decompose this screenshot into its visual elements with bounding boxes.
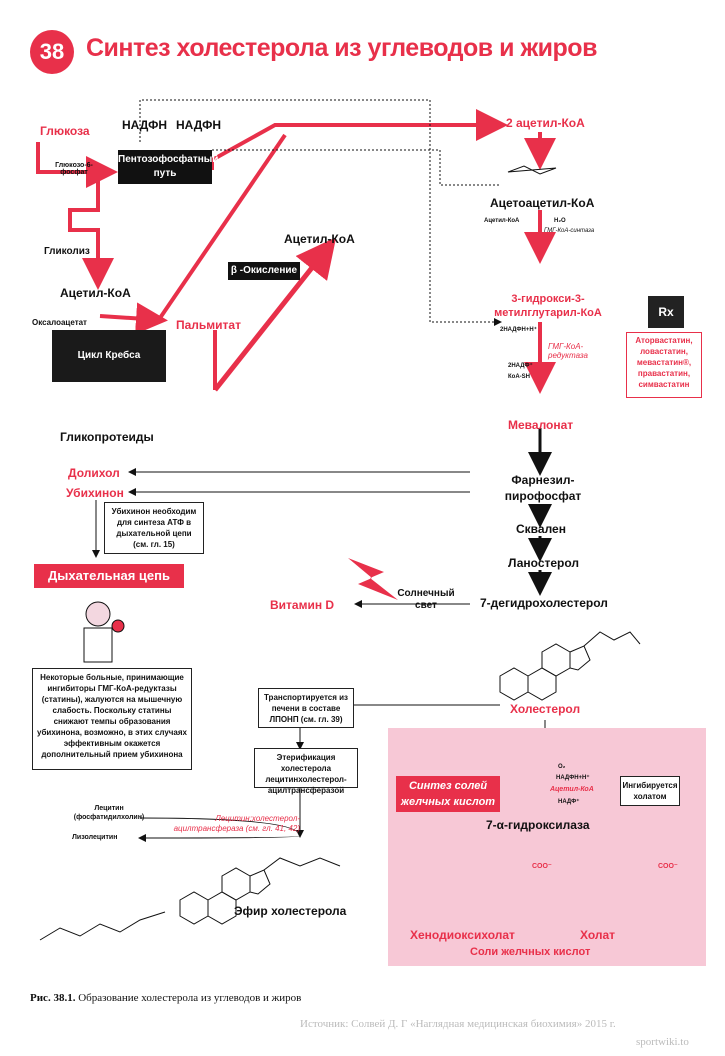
nadph-label-2: НАДФН xyxy=(176,118,222,132)
glycolysis-label: Гликолиз xyxy=(44,246,90,257)
glycoproteins-label: Гликопротеиды xyxy=(60,430,154,444)
mevalonate-label: Мевалонат xyxy=(508,418,574,432)
source-line-1: Источник: Солвей Д. Г «Наглядная медицин… xyxy=(300,1018,616,1030)
nadp-out-label: 2НАДФ⁺ xyxy=(508,363,533,369)
figure-caption: Рис. 38.1. Образование холестерола из уг… xyxy=(30,992,301,1004)
scientist-icon xyxy=(70,596,130,666)
pentose-phosphate-box: Пентозофосфатный путь xyxy=(118,150,218,184)
squalene-label: Сквален xyxy=(516,522,566,536)
nadph-label-1: НАДФН xyxy=(122,118,168,132)
caption-label: Рис. 38.1. xyxy=(30,992,76,1004)
ubiquinone-note: Убихинон необходим для синтеза АТФ в дых… xyxy=(104,502,204,554)
bile-salt-region xyxy=(388,728,706,966)
carboxylate-2: COO⁻ xyxy=(658,863,678,870)
esterification-note: Этерификация холестерола лецитинхолестер… xyxy=(254,748,358,795)
lysolecithin-label: Лизолецитин xyxy=(72,834,118,841)
bile-nadp-label: НАДФ⁺ xyxy=(558,799,580,805)
cholesterol-label: Холестерол xyxy=(510,702,581,716)
dehydrocholesterol-label: 7-дегидрохолестерол xyxy=(480,596,608,610)
glucose-label: Глюкоза xyxy=(40,124,90,138)
source-line-2: sportwiki.to xyxy=(636,1036,689,1048)
cholate-label: Холат xyxy=(580,928,616,942)
lcat-label: Лецитин:холестерол-ацилтрансфераза (см. … xyxy=(173,814,300,833)
statin-drug-list: Аторвастатин, ловастатин, мевастатин®, п… xyxy=(626,332,702,398)
statin-note: Некоторые больные, принимающие ингибитор… xyxy=(32,668,192,770)
palmitate-label: Пальмитат xyxy=(176,318,241,332)
hydroxylase-label: 7-α-гидроксилаза xyxy=(486,818,590,832)
caption-text: Образование холестерола из углеводов и ж… xyxy=(78,992,302,1004)
bile-salts-label: Соли желчных кислот xyxy=(470,946,591,958)
g6p-label: Глюкозо-6-фосфат xyxy=(55,162,93,176)
lanosterol-label: Ланостерол xyxy=(508,556,580,570)
acetoacetyl-label: Ацетоацетил-КоА xyxy=(490,196,595,210)
page-title: Синтез холестерола из углеводов и жиров xyxy=(86,34,597,62)
carboxylate-1: COO⁻ xyxy=(532,863,552,870)
respiratory-chain-banner: Дыхательная цепь xyxy=(34,564,184,588)
acetylcoa-small: Ацетил-КоА xyxy=(484,218,520,224)
o2-label: O₂ xyxy=(558,764,566,770)
hmg-coa-label: 3-гидрокси-3-метилглутарил-КоА xyxy=(494,293,602,319)
transport-note: Транспортируется из печени в составе ЛПО… xyxy=(258,688,354,728)
bile-nadph-label: НАДФН+Н⁺ xyxy=(556,775,590,781)
hmg-synthase-label: ГМГ-КоА-синтаза xyxy=(544,228,595,234)
oxaloacetate-label: Оксалоацетат xyxy=(32,318,87,327)
krebs-cycle-box: Цикл Кребса xyxy=(52,330,166,382)
rx-icon: Rx xyxy=(648,296,684,328)
cholesterol-ester-label: Эфир холестерола xyxy=(234,904,347,918)
coash-label: КоА-SH xyxy=(508,374,530,380)
bile-acetylcoa-label: Ацетил-КоА xyxy=(550,786,594,793)
beta-oxidation-box: β -Окисление xyxy=(228,262,300,280)
acetylcoa-label-2: Ацетил-КоА xyxy=(284,232,355,246)
inhibited-by-cholate-note: Ингибируется холатом xyxy=(620,776,680,806)
lecithin-label: Лецитин (фосфатидилхолин) xyxy=(73,805,145,821)
sunlight-label: Солнечный свет xyxy=(397,588,455,611)
acetylcoa-label: Ацетил-КоА xyxy=(60,286,131,300)
water-label: H₂O xyxy=(554,218,566,224)
dolichol-label: Долихол xyxy=(68,466,120,480)
nadph-in-label: 2НАДФН+Н⁺ xyxy=(500,327,537,333)
chenodeoxycholate-label: Хенодиоксихолат xyxy=(410,928,515,942)
vitamin-d-label: Витамин D xyxy=(270,598,335,612)
acetyl-2-label: 2 ацетил-КоА xyxy=(506,116,585,130)
farnesyl-label: Фарнезил-пирофосфат xyxy=(504,473,582,503)
ubiquinone-label: Убихинон xyxy=(66,486,124,500)
hmg-reductase-label: ГМГ-КоА-редуктаза xyxy=(548,342,588,360)
bile-salt-banner: Синтез солей желчных кислот xyxy=(396,776,500,812)
chapter-number: 38 xyxy=(30,30,74,74)
